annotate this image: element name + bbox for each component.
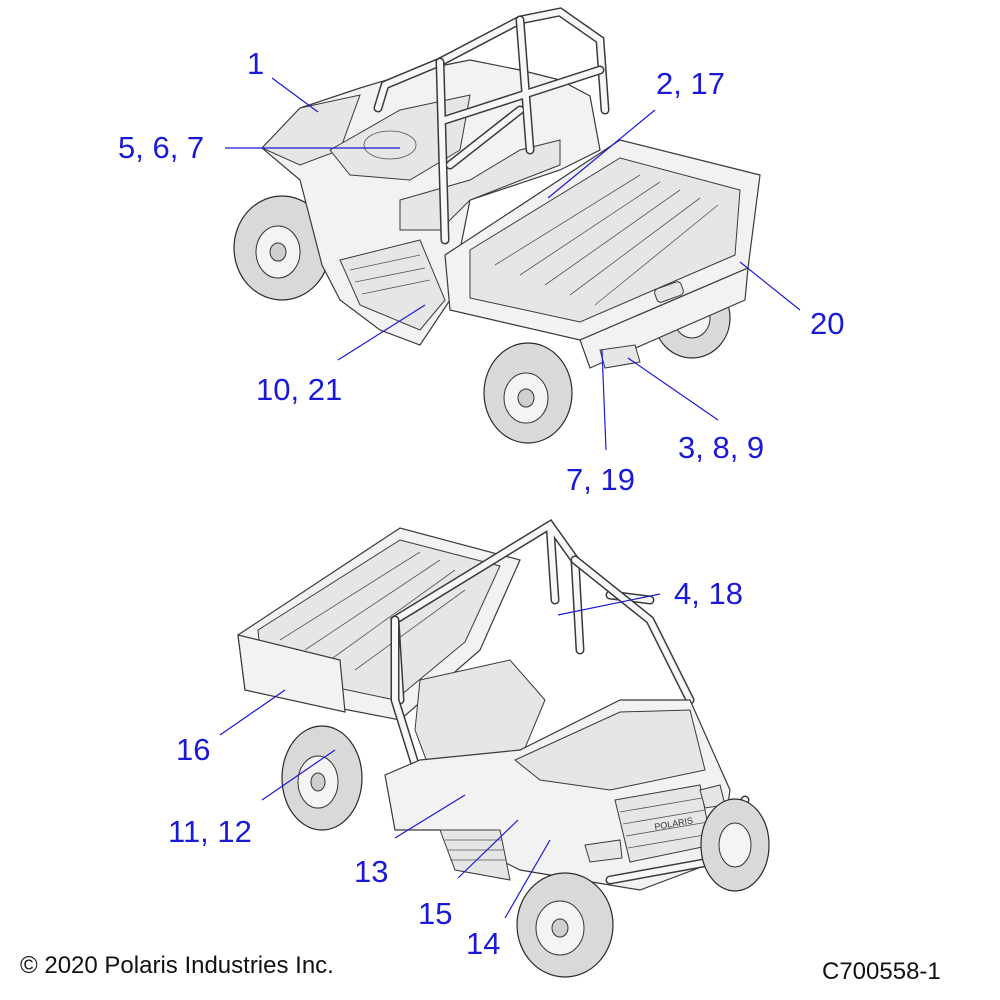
callout-11-12: 11, 12 <box>168 814 252 849</box>
callout-3-8-9: 3, 8, 9 <box>678 430 765 465</box>
cargo-bed-front-view <box>237 527 521 721</box>
side-step <box>439 829 511 881</box>
callout-1: 1 <box>247 46 265 81</box>
rear-hitch <box>599 344 641 369</box>
dashboard <box>329 94 471 181</box>
callout-4-18: 4, 18 <box>674 576 743 611</box>
rear-wheel <box>281 725 363 831</box>
callout-20: 20 <box>810 306 845 341</box>
figure-id: C700558-1 <box>822 958 941 985</box>
callout-13: 13 <box>354 854 389 889</box>
tailgate-handle <box>654 281 684 303</box>
copyright-text: © 2020 Polaris Industries Inc. <box>20 952 334 979</box>
cargo-bed <box>444 139 761 369</box>
callout-7-19: 7, 19 <box>566 462 635 497</box>
leader-lines <box>219 77 801 919</box>
floor-step <box>339 239 446 331</box>
steering-wheel <box>363 130 417 160</box>
callout-15: 15 <box>418 896 453 931</box>
vehicle-rear-view <box>233 7 761 444</box>
callout-16: 16 <box>176 732 211 767</box>
callout-5-6-7: 5, 6, 7 <box>118 130 205 165</box>
front-left-wheel-front-view <box>516 872 614 978</box>
callout-14: 14 <box>466 926 501 961</box>
vehicle-front-view: POLARIS <box>237 518 770 978</box>
headlight-left <box>584 839 623 863</box>
front-left-wheel <box>233 195 331 301</box>
front-hood <box>514 709 706 791</box>
roll-cage <box>373 7 610 245</box>
callout-2-17: 2, 17 <box>656 66 725 101</box>
callout-10-21: 10, 21 <box>256 372 343 407</box>
roll-cage-front-view <box>390 518 695 785</box>
rear-left-wheel <box>483 342 573 444</box>
front-right-wheel <box>700 798 770 892</box>
